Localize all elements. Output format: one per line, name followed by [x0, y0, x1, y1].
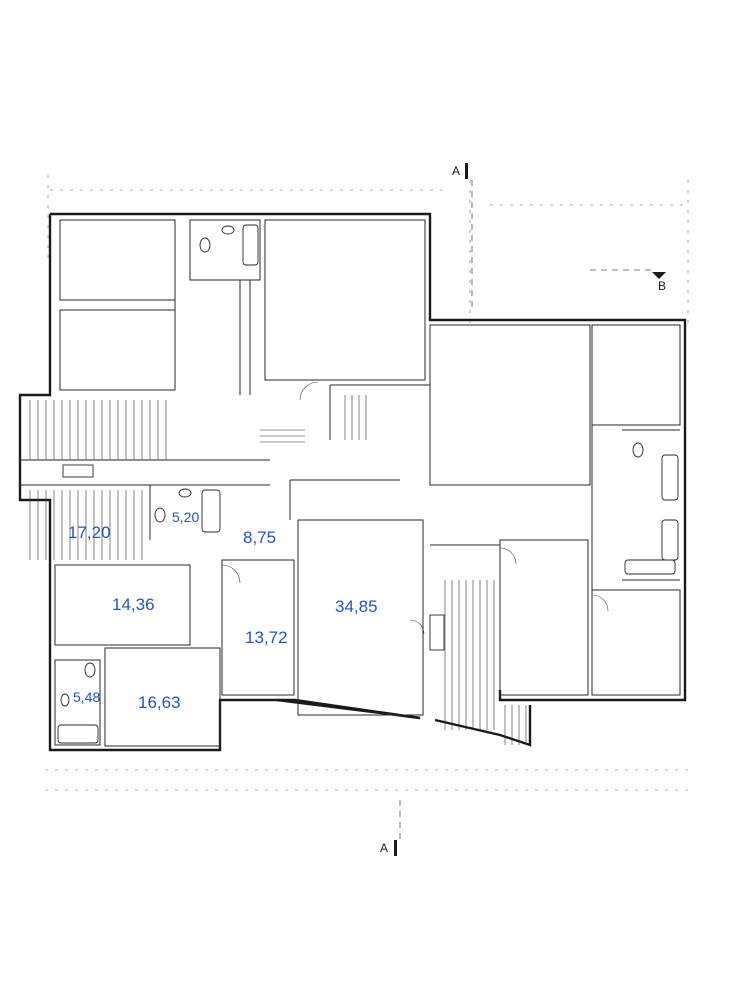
balcony-hatch-left: [29, 400, 167, 460]
section-arrow-b: [652, 272, 666, 279]
sink-bottom: [60, 693, 70, 707]
bathtub-mid: [201, 489, 221, 533]
stove-left: [62, 464, 94, 478]
core-stairs: [260, 395, 367, 443]
bathtub-bottom: [57, 724, 99, 744]
area-label-living-left: 17,20: [68, 523, 111, 542]
toilet-mid: [154, 507, 166, 523]
toilet-top: [199, 237, 211, 253]
toilet-right: [632, 442, 644, 458]
dimension-lines: [45, 175, 690, 791]
area-label-wc-small: 5,20: [172, 509, 199, 525]
toilet-bottom: [84, 662, 96, 678]
section-markers: A B A: [380, 163, 666, 856]
sink-mid: [178, 488, 192, 498]
kitchen-hatch-middle: [444, 580, 527, 745]
bathroom-fixtures: [57, 224, 679, 744]
section-lines: [399, 180, 655, 840]
area-labels: 17,20 5,20 8,75 34,85 14,36 13,72 5,48 1…: [68, 509, 378, 712]
interior-walls: [20, 219, 681, 747]
bathtub-right-bottom: [624, 559, 676, 575]
area-label-bedroom-a: 14,36: [112, 595, 155, 614]
area-label-bedroom-b: 13,72: [245, 628, 288, 647]
sink-top: [221, 225, 235, 235]
section-marker-b: B: [658, 279, 666, 293]
area-label-hall: 8,75: [243, 528, 276, 547]
door-swings: [221, 381, 609, 635]
bathtub-right-upper: [661, 454, 679, 501]
stove-middle: [429, 614, 445, 651]
section-arrow-a-bottom: [394, 840, 397, 856]
balcony-hatch-left-lower: [29, 490, 143, 560]
area-label-bedroom-c: 16,63: [138, 693, 181, 712]
stair-hatching: [29, 395, 527, 745]
section-marker-a-bottom: A: [380, 841, 388, 855]
area-label-bath: 5,48: [73, 689, 100, 705]
section-marker-a-top: A: [452, 164, 460, 178]
section-arrow-a-top: [465, 163, 468, 179]
area-label-living-main: 34,85: [335, 597, 378, 616]
bathtub-top: [242, 224, 259, 266]
exterior-walls: [18, 212, 687, 752]
bathtub-right-lower: [661, 519, 679, 561]
